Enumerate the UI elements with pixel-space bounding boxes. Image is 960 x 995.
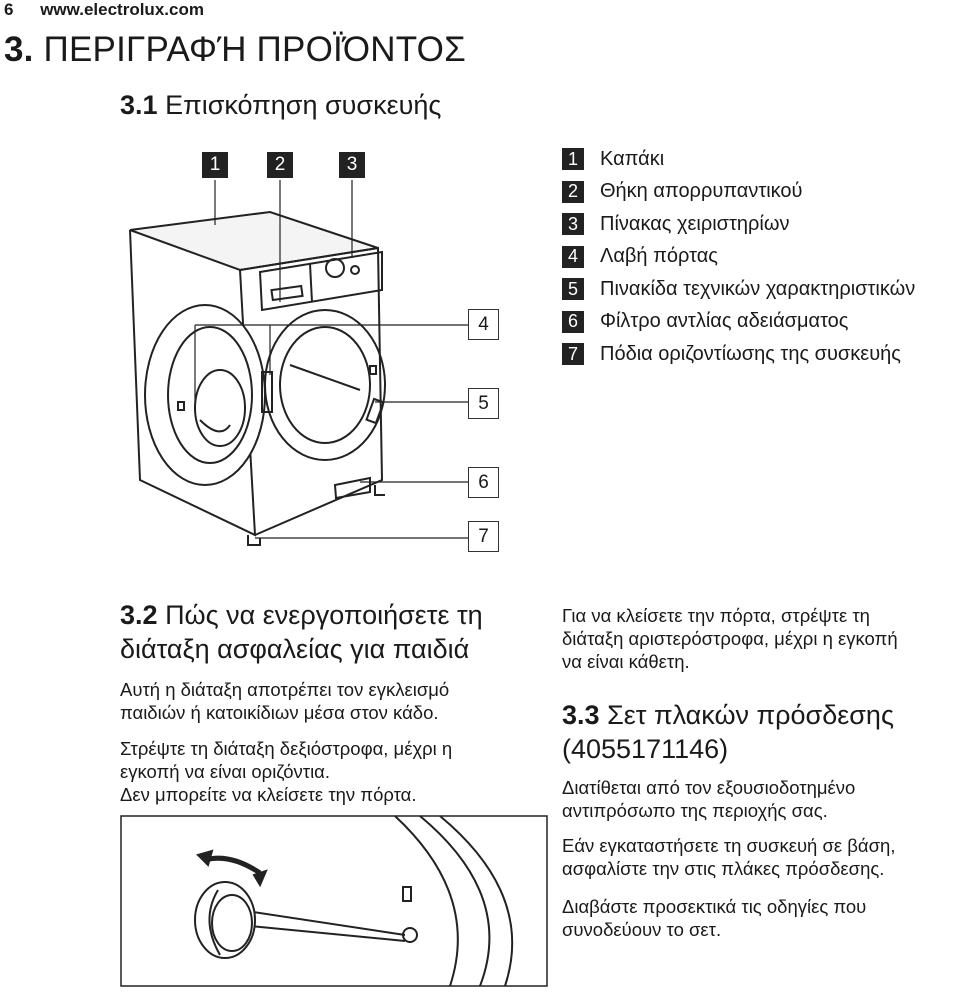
fixing-kit-heading: 3.3 Σετ πλακών πρόσδεσης (4055171146) <box>562 698 894 766</box>
text-line: παιδιών ή κατοικίδιων μέσα στον κάδο. <box>120 702 439 723</box>
text-line: Δεν μπορείτε να κλείσετε την πόρτα. <box>120 784 417 805</box>
text-line: συνοδεύουν το σετ. <box>562 919 722 940</box>
text-line: Εάν εγκαταστήσετε τη συσκευή σε βάση, <box>562 835 896 856</box>
fixing-kit-title-1: Σετ πλακών πρόσδεσης <box>607 700 894 730</box>
component-legend: 1 Καπάκι 2 Θήκη απορρυπαντικού 3 Πίνακας χε… <box>562 143 915 371</box>
text-line: αντιπρόσωπο της περιοχής σας. <box>562 800 828 821</box>
text-line: ασφαλίστε την στις πλάκες πρόσδεσης. <box>562 858 885 879</box>
legend-item: 6 Φίλτρο αντλίας αδειάσματος <box>562 306 915 339</box>
text-line: να είναι κάθετη. <box>562 651 690 672</box>
child-lock-title-1: Πώς να ενεργοποιήσετε τη <box>165 600 483 630</box>
text-line: Διαβάστε προσεκτικά τις οδηγίες που <box>562 896 867 917</box>
appliance-diagram <box>129 180 468 546</box>
child-lock-title-2: διάταξη ασφαλείας για παιδιά <box>120 634 470 664</box>
page-header: 6 www.electrolux.com <box>4 0 204 20</box>
legend-item: 5 Πινακίδα τεχνικών χαρακτηριστικών <box>562 273 915 306</box>
text-line: Διατίθεται από τον εξουσιοδοτημένο <box>562 777 856 798</box>
site-url[interactable]: www.electrolux.com <box>40 0 204 19</box>
legend-item: 1 Καπάκι <box>562 143 915 176</box>
overview-title: Επισκόπηση συσκευής <box>165 90 442 120</box>
text-line: Στρέψτε τη διάταξη δεξιόστροφα, μέχρι η <box>120 738 453 759</box>
marker-5: 5 <box>468 388 499 419</box>
legend-number: 1 <box>562 148 584 171</box>
child-lock-para-2: Στρέψτε τη διάταξη δεξιόστροφα, μέχρι η … <box>120 737 452 806</box>
marker-2: 2 <box>267 152 293 178</box>
text-line: Αυτή η διάταξη αποτρέπει τον εγκλεισμό <box>120 679 450 700</box>
fixing-kit-title-2: (4055171146) <box>562 734 729 764</box>
legend-number: 7 <box>562 343 584 366</box>
legend-number: 5 <box>562 278 584 301</box>
legend-label: Καπάκι <box>600 147 665 170</box>
legend-number: 3 <box>562 213 584 236</box>
marker-1: 1 <box>202 152 228 178</box>
marker-3: 3 <box>339 152 365 178</box>
legend-number: 4 <box>562 245 584 268</box>
child-lock-illustration <box>120 815 548 987</box>
legend-label: Πινακίδα τεχνικών χαρακτηριστικών <box>600 277 916 300</box>
child-lock-heading: 3.2 Πώς να ενεργοποιήσετε τη διάταξη ασφ… <box>120 598 483 666</box>
legend-label: Φίλτρο αντλίας αδειάσματος <box>600 310 849 333</box>
legend-item: 7 Πόδια οριζοντίωσης της συσκευής <box>562 338 915 371</box>
marker-7: 7 <box>468 521 499 552</box>
text-line: Για να κλείσετε την πόρτα, στρέψτε τη <box>562 605 870 626</box>
overview-number: 3.1 <box>120 90 158 120</box>
marker-4: 4 <box>468 309 499 340</box>
legend-label: Θήκη απορρυπαντικού <box>600 180 803 203</box>
legend-item: 4 Λαβή πόρτας <box>562 241 915 274</box>
fixing-kit-para-3: Διαβάστε προσεκτικά τις οδηγίες που συνο… <box>562 895 866 941</box>
section-number: 3. <box>4 30 34 69</box>
child-lock-para-1: Αυτή η διάταξη αποτρέπει τον εγκλεισμό π… <box>120 678 449 724</box>
legend-label: Πίνακας χειριστηρίων <box>600 212 790 235</box>
section-title: 3. ΠΕΡΙΓΡΑΦΉ ΠΡΟΪΌΝΤΟΣ <box>4 30 466 70</box>
child-lock-number: 3.2 <box>120 600 158 630</box>
child-lock-para-3: Για να κλείσετε την πόρτα, στρέψτε τη δι… <box>562 604 898 673</box>
legend-item: 3 Πίνακας χειριστηρίων <box>562 208 915 241</box>
marker-6: 6 <box>468 467 499 498</box>
legend-label: Πόδια οριζοντίωσης της συσκευής <box>600 342 901 365</box>
legend-item: 2 Θήκη απορρυπαντικού <box>562 176 915 209</box>
legend-number: 2 <box>562 180 584 203</box>
fixing-kit-number: 3.3 <box>562 700 600 730</box>
overview-heading: 3.1 Επισκόπηση συσκευής <box>120 88 441 122</box>
section-title-text: ΠΕΡΙΓΡΑΦΉ ΠΡΟΪΌΝΤΟΣ <box>43 30 466 69</box>
text-line: εγκοπή να είναι οριζόντια. <box>120 761 331 782</box>
legend-number: 6 <box>562 310 584 333</box>
fixing-kit-para-1: Διατίθεται από τον εξουσιοδοτημένο αντιπ… <box>562 776 855 822</box>
page-number: 6 <box>4 0 14 19</box>
text-line: διάταξη αριστερόστροφα, μέχρι η εγκοπή <box>562 628 898 649</box>
legend-label: Λαβή πόρτας <box>600 245 718 268</box>
fixing-kit-para-2: Εάν εγκαταστήσετε τη συσκευή σε βάση, ασ… <box>562 834 895 880</box>
